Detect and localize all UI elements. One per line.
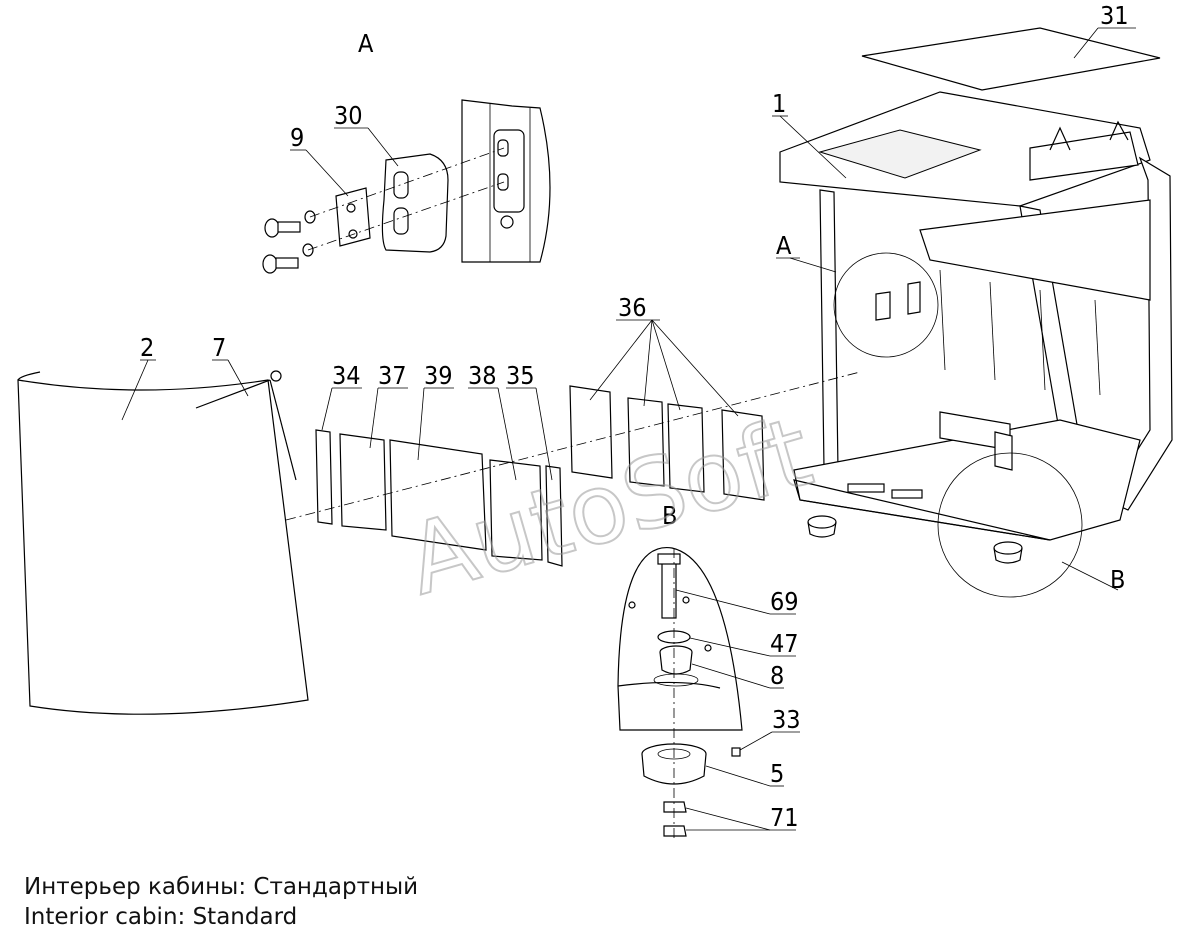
- callout-35: 35: [506, 361, 535, 390]
- panel-39[interactable]: [389, 439, 487, 551]
- callout-37: 37: [378, 361, 407, 390]
- callout-69: 69: [770, 587, 799, 616]
- panel-37[interactable]: [339, 433, 387, 531]
- callout-36: 36: [618, 293, 647, 322]
- callout-9: 9: [290, 123, 304, 152]
- callout-31: 31: [1100, 1, 1129, 30]
- callout-7: 7: [212, 333, 226, 362]
- callout-8: 8: [770, 661, 784, 690]
- front-glass-2[interactable]: [17, 371, 309, 715]
- detail-b-damper-assembly: [617, 547, 743, 840]
- detail-b-title: B: [662, 501, 677, 530]
- view-marker-b: B: [1110, 565, 1125, 594]
- roof-panel-31[interactable]: [861, 27, 1161, 91]
- detail-a-hinge-assembly: [262, 99, 551, 274]
- callout-71: 71: [770, 803, 799, 832]
- panel-34[interactable]: [315, 429, 333, 525]
- detail-circle-a: [833, 252, 939, 358]
- callout-labels: 31 1 30 9 2 7 34 37 39 38 35 36 69 47 8 …: [140, 1, 1129, 832]
- caption-russian: Интерьер кабины: Стандартный: [24, 874, 419, 900]
- callout-34: 34: [332, 361, 361, 390]
- callout-1: 1: [772, 89, 786, 118]
- panel-38[interactable]: [489, 459, 543, 561]
- callout-2: 2: [140, 333, 154, 362]
- callout-30: 30: [334, 101, 363, 130]
- callout-39: 39: [424, 361, 453, 390]
- detail-a-title: A: [358, 29, 374, 58]
- callout-33: 33: [772, 705, 801, 734]
- panel-35[interactable]: [545, 465, 563, 567]
- seal-7[interactable]: [195, 370, 297, 481]
- view-marker-a: A: [776, 231, 792, 260]
- leader-lines: [121, 27, 1136, 831]
- callout-38: 38: [468, 361, 497, 390]
- callout-47: 47: [770, 629, 799, 658]
- detail-circle-b: [937, 452, 1083, 598]
- view-letters: A B A B: [358, 29, 1125, 594]
- caption-english: Interior cabin: Standard: [24, 904, 298, 930]
- cabin-frame-1[interactable]: [779, 91, 1173, 564]
- panel-36[interactable]: [569, 385, 765, 501]
- callout-5: 5: [770, 759, 784, 788]
